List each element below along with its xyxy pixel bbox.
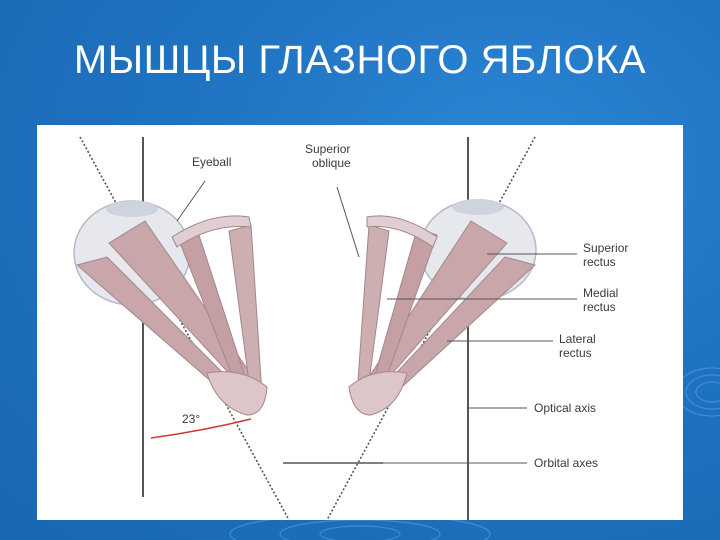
left-trochlea-tendon [171,215,252,248]
optical-axis-label: Optical axis [534,401,596,415]
left-orbital-apex [206,371,268,416]
superior-oblique-label-line2: oblique [312,156,351,170]
eye-muscles-diagram: Eyeball Superior oblique Superior rectus… [73,136,628,520]
left-orbital-axis-line [79,136,290,520]
lateral-rectus-label-line1: Lateral [559,332,596,346]
right-eye-group [348,199,537,416]
angle-label: 23° [182,412,200,426]
left-eye-group [73,200,268,439]
eyeball-label: Eyeball [192,155,231,169]
slide-title: МЫШЦЫ ГЛАЗНОГО ЯБЛОКА [73,38,647,82]
eye-muscles-figure: Eyeball Superior oblique Superior rectus… [37,125,683,520]
superior-rectus-label-line1: Superior [583,241,628,255]
right-orbital-apex [348,371,408,416]
left-angle-arc [150,418,252,439]
medial-rectus-label-line1: Medial [583,286,618,300]
eyeball-leader [176,180,206,222]
superior-rectus-label-line2: rectus [583,255,616,269]
superior-oblique-label-line1: Superior [305,142,350,156]
orbital-axes-label: Orbital axes [534,456,598,470]
medial-rectus-label-line2: rectus [583,300,616,314]
right-trochlea-tendon [366,215,438,248]
superior-oblique-leader [336,186,360,258]
lateral-rectus-label-line2: rectus [559,346,592,360]
